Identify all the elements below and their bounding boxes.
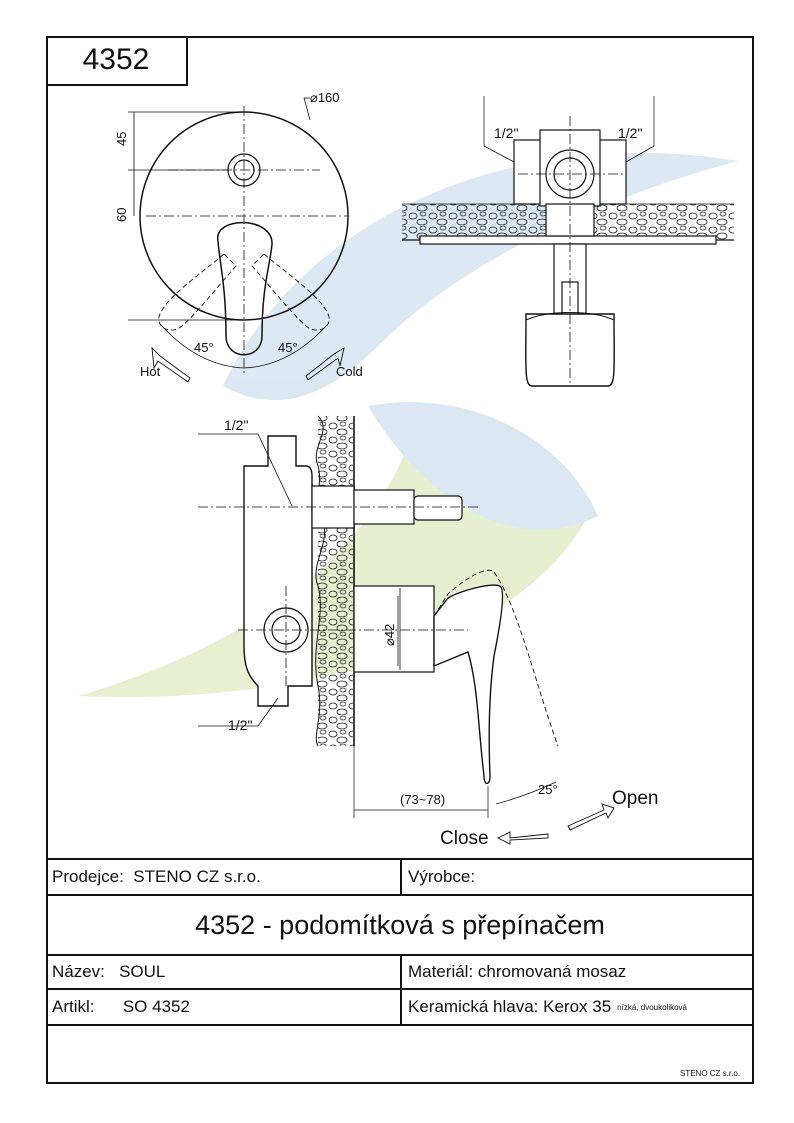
row-seller: Prodejce: STENO CZ s.r.o. Výrobce: bbox=[46, 858, 754, 894]
seller-label: Prodejce: bbox=[52, 867, 124, 886]
material-cell: Materiál: chromovaná mosaz bbox=[400, 956, 754, 988]
head-value: Kerox 35 bbox=[543, 997, 612, 1016]
row-name: Název: SOUL Materiál: chromovaná mosaz bbox=[46, 954, 754, 988]
thread-top-left-label: 1/2" bbox=[494, 125, 518, 141]
open-label: Open bbox=[612, 788, 658, 809]
maker-cell: Výrobce: bbox=[400, 860, 754, 894]
seller-cell: Prodejce: STENO CZ s.r.o. bbox=[46, 860, 400, 894]
head-cell: Keramická hlava: Kerox 35 nízká, dvoukoli… bbox=[400, 990, 754, 1024]
top-view bbox=[402, 96, 734, 387]
article-value: SO 4352 bbox=[122, 997, 190, 1016]
angle-left-label: 45° bbox=[194, 340, 214, 355]
name-label: Název: bbox=[52, 962, 105, 981]
cold-label: Cold bbox=[336, 364, 363, 379]
close-label: Close bbox=[440, 828, 489, 849]
thread-side-top-label: 1/2" bbox=[224, 417, 248, 433]
diameter-42-label: ⌀42 bbox=[382, 624, 397, 646]
dim-60-label: 60 bbox=[114, 208, 129, 222]
thread-side-bottom-label: 1/2" bbox=[228, 717, 252, 733]
technical-drawing: ⌀160 45 60 45° 45° Hot Cold 1/2" 1/2" bbox=[78, 90, 738, 849]
side-view bbox=[198, 415, 615, 845]
depth-label: (73~78) bbox=[400, 792, 445, 807]
drawing-frame bbox=[46, 36, 754, 1084]
row-title: 4352 - podomítková s přepínačem bbox=[46, 894, 754, 954]
article-label: Artikl: bbox=[52, 997, 95, 1016]
head-label: Keramická hlava: bbox=[408, 997, 539, 1016]
product-title: 4352 - podomítková s přepínačem bbox=[195, 909, 605, 940]
company-footer: STENO CZ s.r.o. bbox=[679, 1069, 740, 1078]
angle-open-label: 25° bbox=[538, 782, 558, 797]
front-view bbox=[128, 97, 349, 383]
row-article: Artikl: SO 4352 Keramická hlava: Kerox 3… bbox=[46, 988, 754, 1024]
angle-right-label: 45° bbox=[278, 340, 298, 355]
dim-45-label: 45 bbox=[114, 132, 129, 146]
seller-value: STENO CZ s.r.o. bbox=[133, 867, 261, 886]
hot-label: Hot bbox=[140, 364, 161, 379]
row-footer: STENO CZ s.r.o. bbox=[46, 1024, 754, 1084]
thread-top-right-label: 1/2" bbox=[618, 125, 642, 141]
material-label: Materiál: bbox=[408, 962, 474, 981]
head-note: nízká, dvoukoliková bbox=[617, 1002, 687, 1012]
product-code: 4352 bbox=[46, 36, 188, 86]
diameter-160-label: ⌀160 bbox=[310, 90, 340, 105]
maker-label: Výrobce: bbox=[408, 867, 476, 886]
article-cell: Artikl: SO 4352 bbox=[46, 990, 400, 1024]
material-value: chromovaná mosaz bbox=[477, 962, 627, 981]
name-cell: Název: SOUL bbox=[46, 956, 400, 988]
name-value: SOUL bbox=[119, 962, 166, 981]
